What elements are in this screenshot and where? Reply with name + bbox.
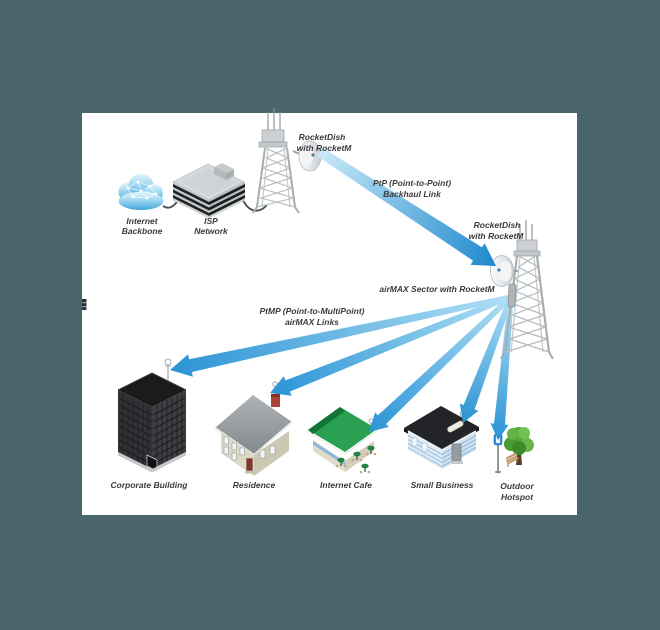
radio-tower-left-icon [252,108,322,214]
label-ptp-backhaul-line2: Backhaul Link [383,189,442,199]
corporate-building-icon [117,358,187,473]
label-outdoor-hotspot-line1: Outdoor [500,481,534,491]
label-ptmp-line2: airMAX Links [285,317,339,327]
label-internet-backbone-line2: Backbone [122,226,163,236]
label-internet-backbone-line1: Internet [126,216,158,226]
label-airmax-sector: airMAX Sector with RocketM [379,284,495,294]
label-outdoor-hotspot-line2: Hotspot [501,492,534,502]
label-corporate-building: Corporate Building [111,480,189,490]
label-isp-network-line1: ISP [204,216,218,226]
label-isp-network-line2: Network [194,226,229,236]
ptmp-beam-smallbiz [459,296,514,423]
label-ptp-backhaul-line1: PtP (Point-to-Point) [373,178,451,188]
isp-network-server-icon [172,163,245,219]
label-internet-cafe: Internet Cafe [320,480,372,490]
label-residence: Residence [233,480,276,490]
radio-tower-right-icon [490,220,554,360]
label-rocketdish-right-line2: with RocketM [469,231,525,241]
label-rocketdish-left-line1: RocketDish [299,132,346,142]
label-rocketdish-right-line1: RocketDish [474,220,521,230]
ptmp-beam-corporate [170,294,512,377]
diagram-labels: Internet Backbone ISP Network RocketDish… [111,132,535,502]
rocketdish-left-icon [292,140,322,172]
airmax-sector-antenna-icon [507,283,517,308]
cafe-tables [335,445,377,474]
ptmp-beam-residence [270,294,512,396]
rooftop-antenna-residence [272,381,278,387]
rooftop-antenna-corporate [164,358,172,366]
hotspot-bench [505,452,520,467]
internet-backbone-cloud-icon [116,170,166,212]
label-rocketdish-left-line2: with RocketM [297,143,353,153]
ptp-backhaul-beam [317,147,496,266]
residence-icon [214,381,293,476]
ptmp-beam-cafe [369,295,513,432]
small-business-icon [404,406,479,469]
label-small-business: Small Business [411,480,474,490]
panel-edge-artifact [82,299,87,310]
hotspot-tree [504,427,534,465]
rocketdish-right-icon [490,255,518,287]
label-ptmp-line1: PtMP (Point-to-MultiPoint) [260,306,365,316]
